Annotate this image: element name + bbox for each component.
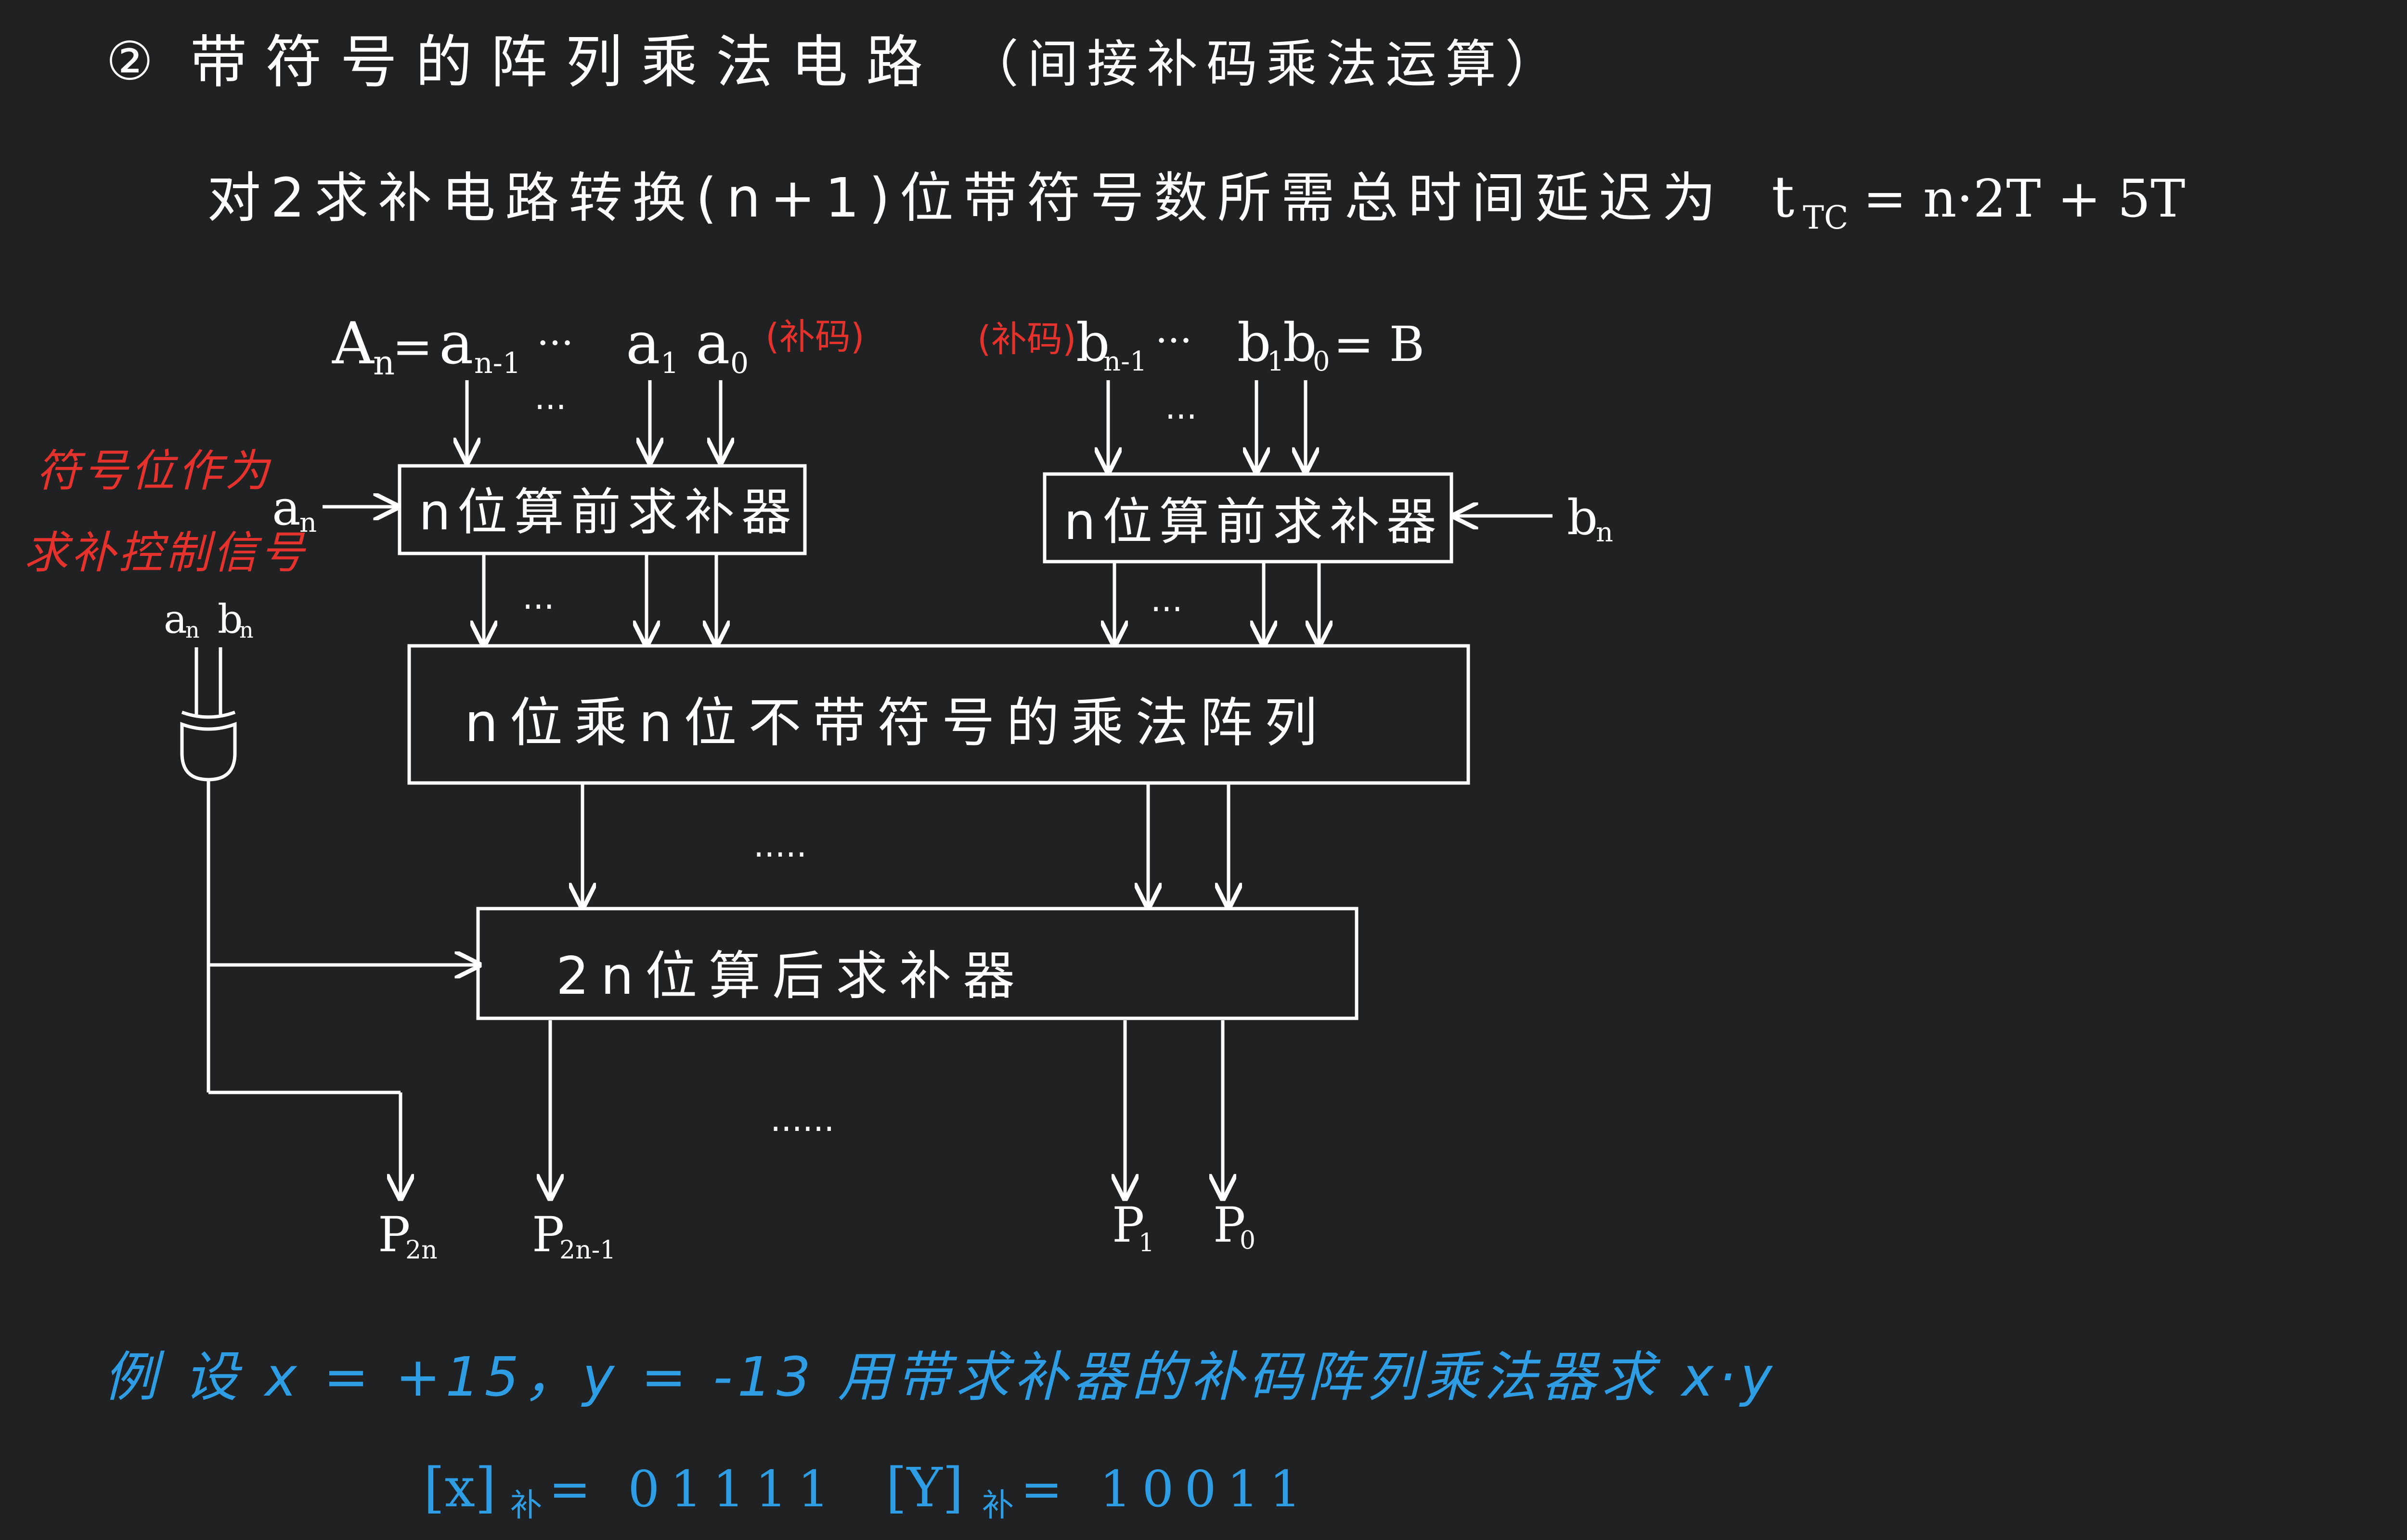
signal-bn-label: b	[1567, 489, 1598, 546]
label-eq-B: = B	[1333, 316, 1424, 372]
y-code-value: = 10011	[1021, 1460, 1312, 1518]
input-a-labels: A n = a n-1 ··· a 1 a 0	[332, 310, 749, 383]
label-b1-sub: 1	[1267, 346, 1284, 377]
xor-an-label: a	[164, 597, 187, 642]
xor-body	[180, 722, 237, 782]
output-p1-sub: 1	[1139, 1229, 1154, 1258]
label-b0: b	[1283, 312, 1317, 373]
pre-complementer-b-label: n位算前求补器	[1064, 492, 1443, 551]
dots-pb: ···	[1151, 590, 1183, 629]
delay-formula-sub: TC	[1803, 199, 1849, 236]
multiplier-array-box	[407, 644, 1470, 785]
output-p2n-1: P	[532, 1206, 564, 1263]
b-complement-tag: (补码)	[977, 319, 1076, 360]
x-code-value: = 01111	[549, 1460, 840, 1518]
dots-b-in: ···	[1165, 397, 1197, 436]
label-a-msb: a	[439, 310, 474, 377]
pre-to-array-arrows	[484, 554, 1319, 645]
annotation-sign-line2: 求补控制信号	[24, 527, 307, 578]
heading-note: （间接补码乘法运算）	[968, 35, 1565, 94]
xor-gate	[180, 647, 237, 782]
output-arrows	[550, 1020, 1223, 1198]
heading-number: ②	[106, 30, 154, 92]
input-b-labels: b n-1 ··· b 1 b 0 = B	[1076, 312, 1424, 377]
array-to-post-arrows	[582, 784, 1229, 907]
example-codes: [x] 补 = 01111 [Y] 补 = 10011	[424, 1457, 1312, 1524]
output-p0: P	[1213, 1197, 1245, 1253]
label-A: A	[332, 310, 375, 377]
label-a-msb-sub: n-1	[474, 346, 521, 380]
x-code-label: [x]	[424, 1457, 496, 1519]
multiplier-array-label: n位乘n位不带符号的乘法阵列	[465, 692, 1329, 754]
input-arrows	[467, 380, 1306, 472]
sign-wires	[207, 780, 479, 1198]
label-a1-sub: 1	[660, 346, 679, 380]
output-p1: P	[1112, 1197, 1144, 1253]
label-A-sub: n	[373, 343, 395, 383]
y-code-sub: 补	[982, 1487, 1014, 1524]
label-a-dots: ···	[537, 321, 573, 365]
y-code-label: [Y]	[886, 1457, 963, 1519]
output-p2n: P	[378, 1206, 410, 1263]
dots-pa: ···	[522, 587, 555, 627]
signal-an-label: a	[272, 480, 301, 536]
signal-an-sub: n	[299, 507, 317, 539]
label-a0: a	[696, 310, 730, 377]
dots-a-in: ···	[534, 387, 567, 427]
example-line: 例 设 x = +15，y = -13 用带求补器的补码阵列乘法器求 x·y	[104, 1346, 1777, 1409]
xor-an-sub: n	[185, 617, 200, 643]
output-p2n-sub: 2n	[405, 1236, 438, 1265]
label-a0-sub: 0	[730, 346, 749, 380]
heading-title: 带符号的阵列乘法电路	[190, 29, 941, 95]
output-p2n-1-sub: 2n-1	[559, 1236, 616, 1265]
label-b-msb-sub: n-1	[1103, 346, 1147, 377]
label-eq: =	[392, 319, 433, 375]
post-complementer-label: 2n位算后求补器	[556, 946, 1026, 1006]
a-complement-tag: (补码)	[765, 316, 865, 358]
signal-bn-sub: n	[1596, 517, 1613, 548]
dots-ap: ·····	[753, 835, 807, 874]
x-code-sub: 补	[510, 1487, 542, 1524]
xor-bn-sub: n	[239, 617, 254, 643]
label-b1: b	[1237, 312, 1271, 373]
label-a1: a	[626, 310, 660, 377]
output-p0-sub: 0	[1240, 1226, 1255, 1255]
pre-complementer-a-label: n位算前求补器	[419, 483, 798, 541]
output-labels: P 2n P 2n-1 P 1 P 0	[378, 1197, 1255, 1265]
xor-back-arc	[181, 710, 236, 719]
label-b-msb: b	[1076, 312, 1110, 373]
annotation-sign-line1: 符号位作为	[36, 445, 272, 497]
xor-bn-label: b	[218, 597, 243, 642]
delay-text: 对2求补电路转换(n+1)位带符号数所需总时间延迟为	[207, 167, 1726, 230]
label-b-dots: ···	[1155, 318, 1192, 363]
delay-formula-rhs: = n·2T + 5T	[1863, 169, 2185, 229]
delay-formula-t: t	[1772, 164, 1794, 230]
label-b0-sub: 0	[1313, 346, 1330, 377]
post-complementer-box	[476, 907, 1359, 1020]
dots-out: ······	[770, 1109, 835, 1149]
